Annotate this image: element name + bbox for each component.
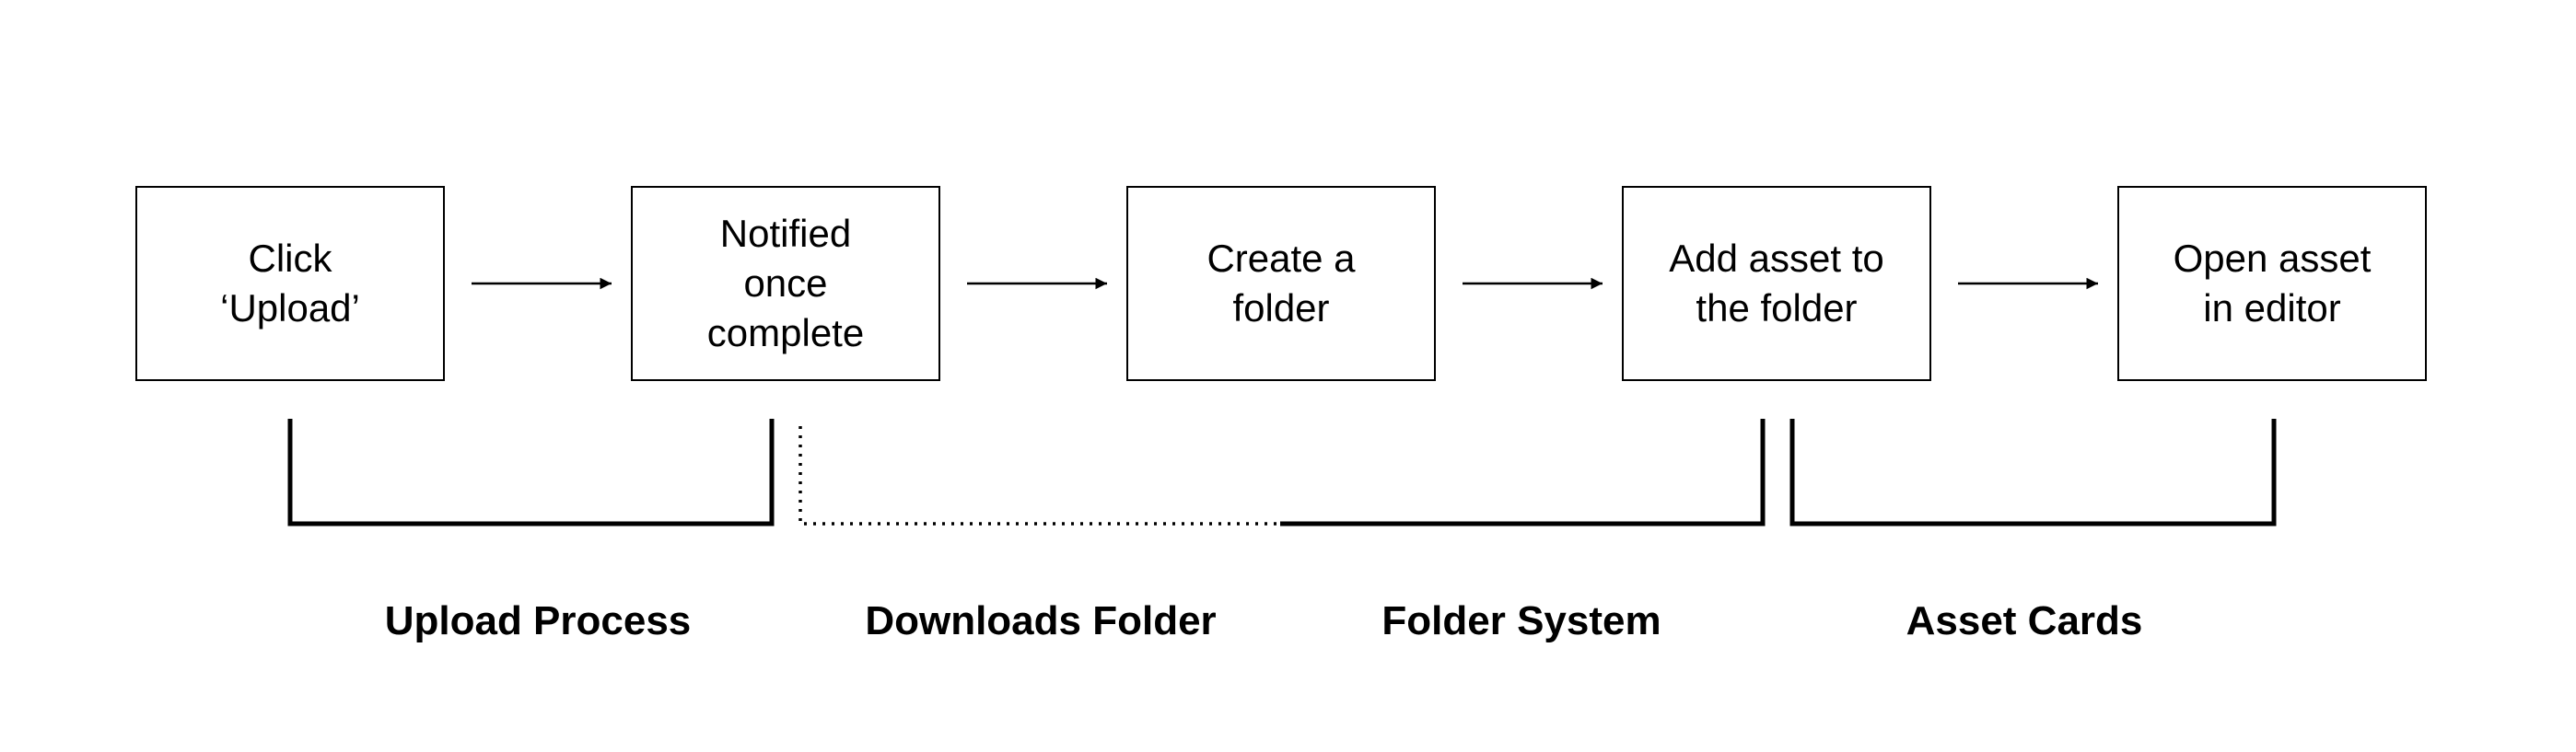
group-label-folder-system: Folder System [1381,598,1661,643]
step-box-create-folder: Create a folder [1126,186,1436,381]
bracket-asset-cards [1789,419,2277,526]
step-box-notified: Notified once complete [631,186,940,381]
bracket-upload-process [287,419,775,526]
step-box-add-asset: Add asset to the folder [1622,186,1931,381]
group-label-upload-process: Upload Process [384,598,692,643]
step-label: Create a folder [1206,237,1356,330]
bracket-downloads-folder-dotted [798,426,1280,526]
bracket-folder-system [1280,419,1766,526]
step-box-click-upload: Click ‘Upload’ [135,186,445,381]
step-label: Click ‘Upload’ [220,237,360,330]
group-label-asset-cards: Asset Cards [1906,598,2143,643]
step-label: Open asset in editor [2173,237,2372,330]
step-box-open-asset: Open asset in editor [2117,186,2427,381]
group-label-downloads-folder: Downloads Folder [865,598,1217,643]
step-label: Notified once complete [706,212,865,354]
step-label: Add asset to the folder [1669,237,1884,330]
